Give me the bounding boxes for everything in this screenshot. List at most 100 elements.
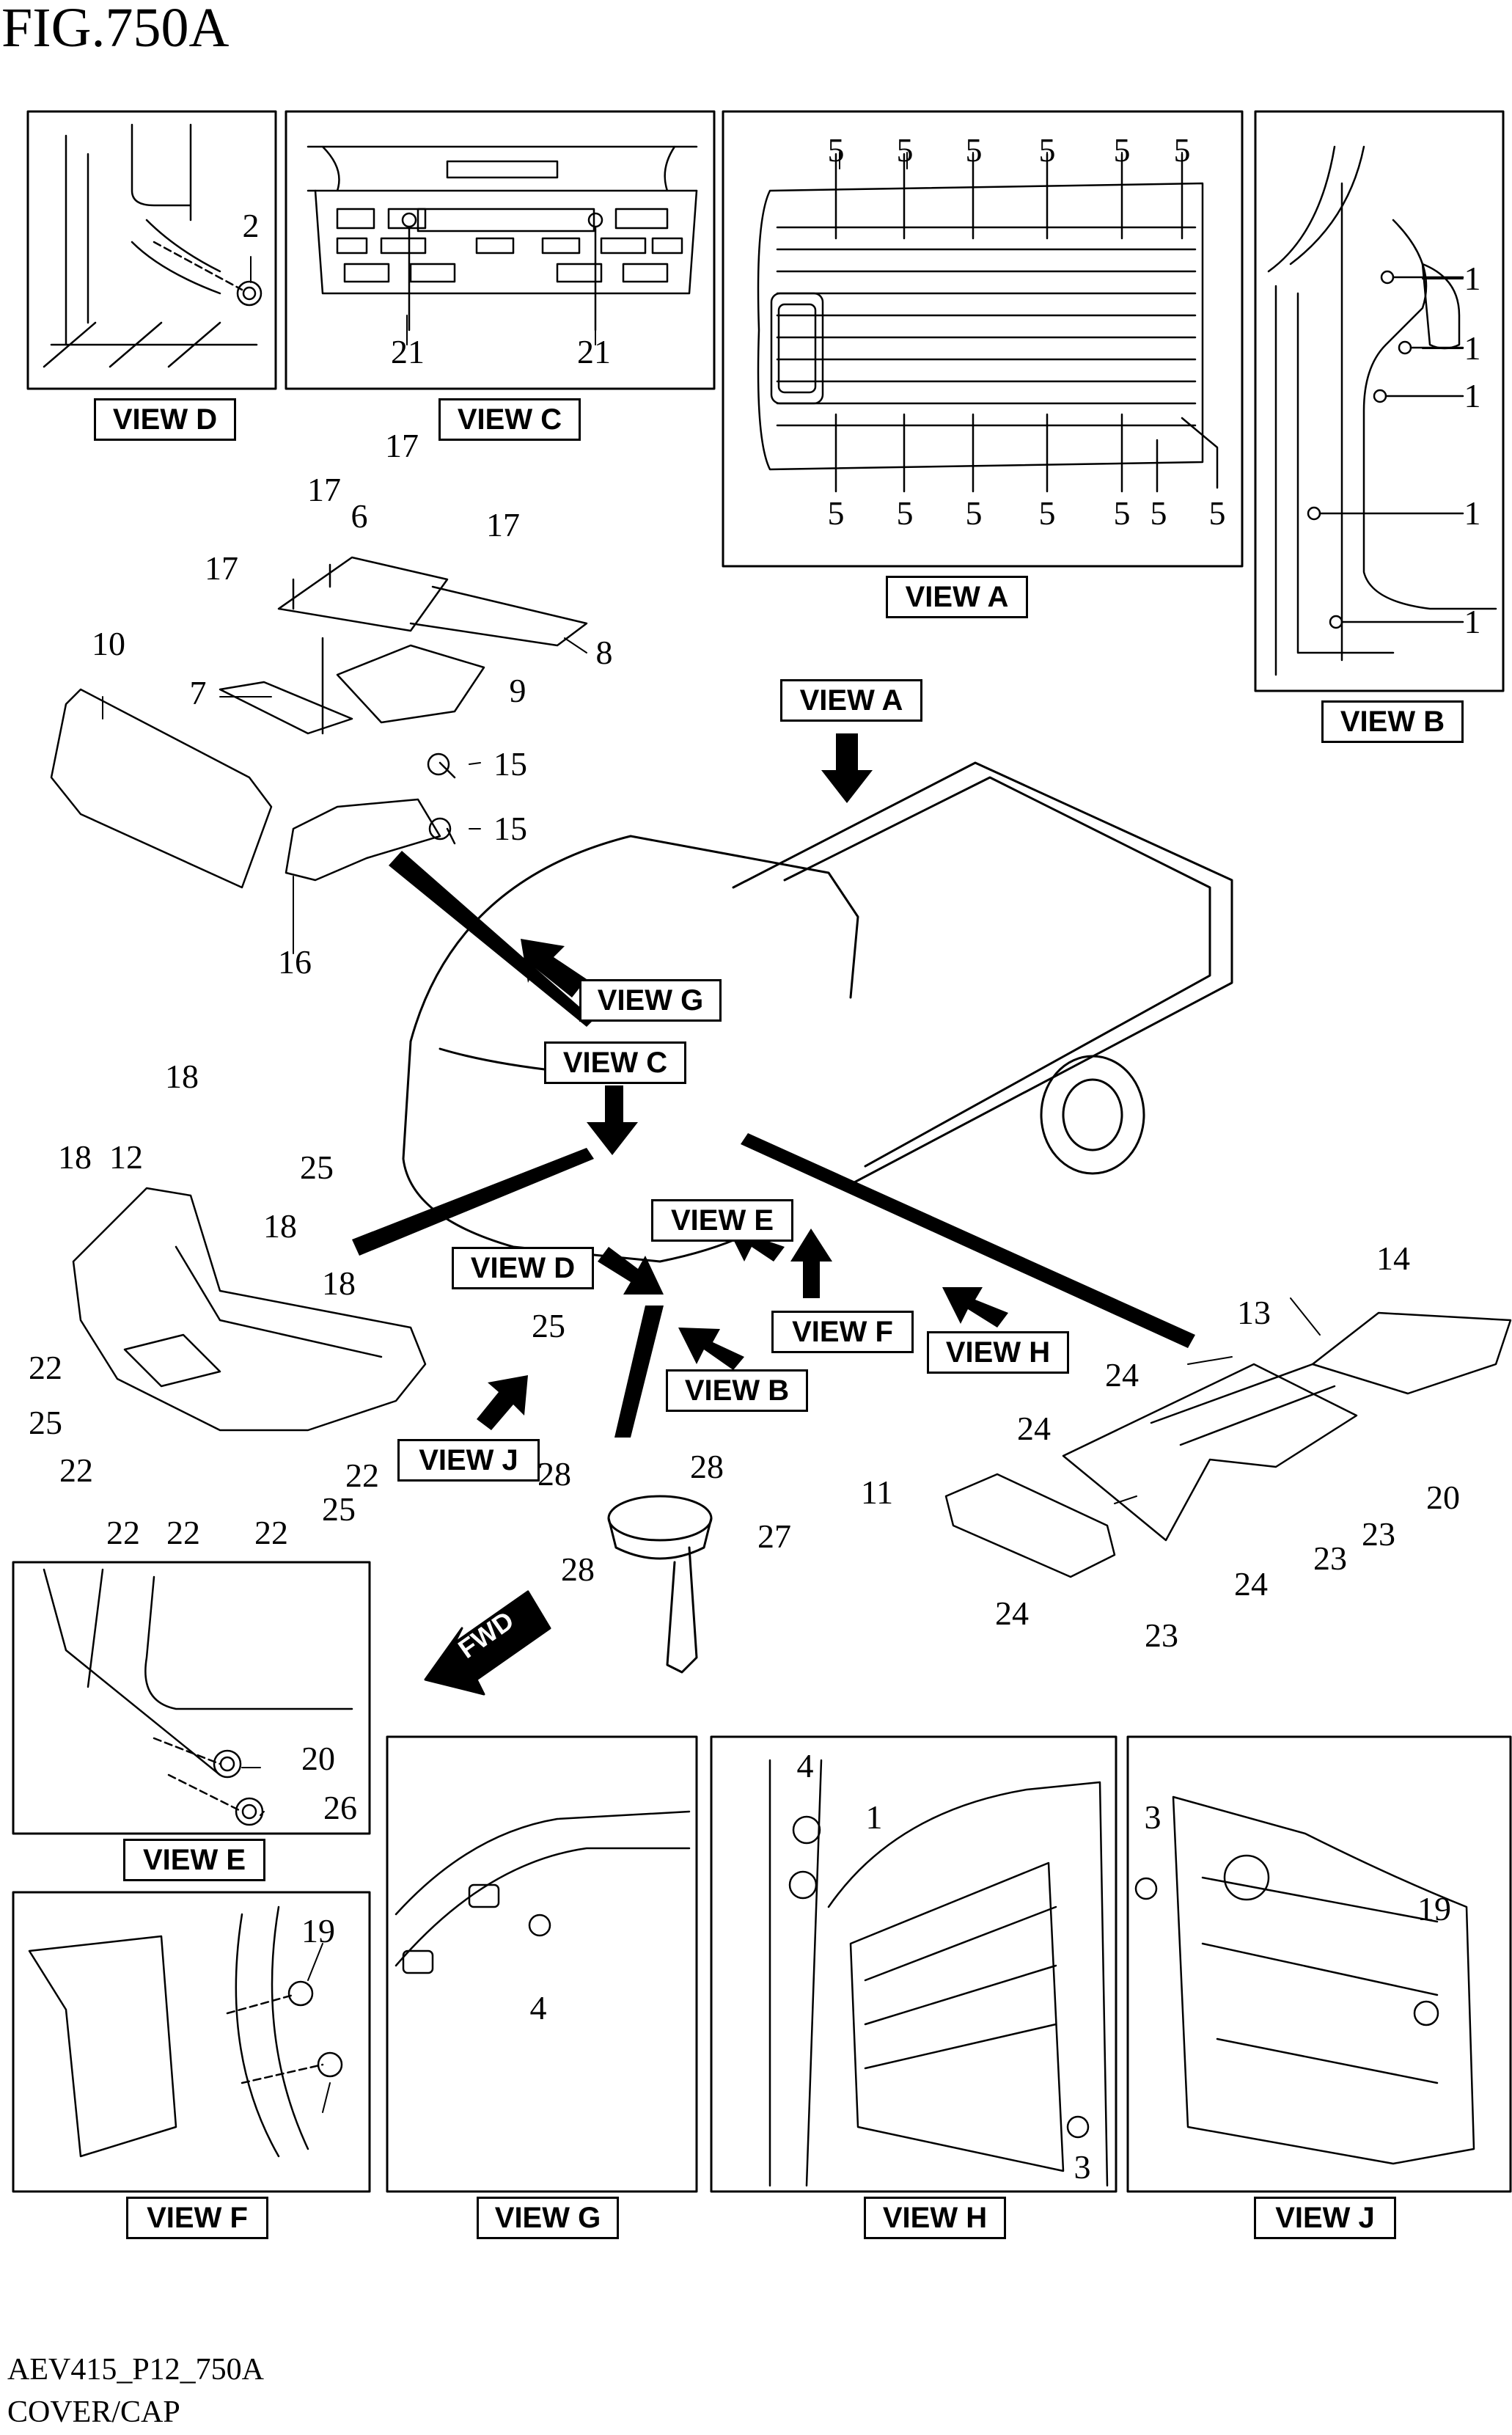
callout-23: 20 <box>1426 1479 1460 1516</box>
callout-22: 22 <box>166 1514 200 1551</box>
callout-5: 5 <box>1150 494 1167 532</box>
view-c-pointer-label: VIEW C <box>544 1041 686 1084</box>
view-j-frame <box>1126 1735 1512 2193</box>
view-e-label: VIEW E <box>123 1839 265 1881</box>
arrow-view-h <box>942 1287 1008 1328</box>
view-b-frame <box>1254 110 1505 692</box>
view-f-label: VIEW F <box>126 2197 268 2239</box>
callout-20: 20 <box>301 1740 335 1777</box>
callout-25: 25 <box>29 1404 62 1441</box>
callout-23: 23 <box>1362 1515 1395 1553</box>
callout-18: 18 <box>165 1058 199 1095</box>
callout-1: 1 <box>1464 329 1481 367</box>
callout-25: 25 <box>322 1490 356 1528</box>
callout-28: 28 <box>537 1455 571 1493</box>
callout-5: 5 <box>1173 131 1191 169</box>
callout-5: 5 <box>965 131 983 169</box>
callout-6: 6 <box>351 497 368 535</box>
view-j-label: VIEW J <box>1254 2197 1396 2239</box>
view-e-pointer-label: VIEW E <box>651 1199 793 1242</box>
callout-3: 3 <box>1144 1798 1161 1836</box>
callout-22: 22 <box>345 1457 379 1494</box>
view-g-label: VIEW G <box>477 2197 619 2239</box>
callout-21: 21 <box>391 333 425 370</box>
view-h-pointer-label: VIEW H <box>927 1331 1069 1374</box>
callout-1: 1 <box>1464 494 1481 532</box>
callout-5: 5 <box>1113 494 1131 532</box>
callout-1: 1 <box>1464 260 1481 297</box>
callout-5: 5 <box>1038 131 1056 169</box>
callout-23: 23 <box>1313 1539 1347 1577</box>
callout-26: 4 <box>529 1989 547 2026</box>
callout-3: 19 <box>1417 1890 1451 1927</box>
callout-4: 1 <box>865 1798 883 1836</box>
callout-5: 5 <box>896 494 914 532</box>
arrow-view-j <box>477 1375 528 1430</box>
callout-22: 22 <box>29 1349 62 1386</box>
callout-28: 28 <box>690 1448 724 1485</box>
callout-25: 25 <box>532 1307 565 1344</box>
callout-12: 12 <box>109 1138 143 1176</box>
callout-5: 5 <box>827 131 845 169</box>
callout-10: 10 <box>92 625 125 662</box>
callout-5: 5 <box>1113 131 1131 169</box>
callout-24: 24 <box>1234 1565 1268 1603</box>
arrow-view-f <box>790 1229 832 1298</box>
view-g-frame <box>386 1735 698 2193</box>
arrow-view-c <box>587 1085 638 1155</box>
callout-5: 5 <box>965 494 983 532</box>
view-h-frame <box>710 1735 1118 2193</box>
figure-title: FIG.750A <box>1 0 230 59</box>
arrow-view-d <box>598 1247 664 1295</box>
view-a-pointer-label: VIEW A <box>780 679 922 722</box>
figure-caption: COVER/CAP <box>7 2395 180 2429</box>
view-d-label: VIEW D <box>94 398 236 441</box>
callout-1: 1 <box>1464 377 1481 414</box>
callout-17: 17 <box>307 471 341 508</box>
callout-25: 25 <box>300 1149 334 1186</box>
callout-11: 11 <box>860 1473 894 1511</box>
arrow-view-g <box>521 939 587 997</box>
callout-24: 23 <box>1145 1616 1178 1654</box>
callout-22: 22 <box>106 1514 140 1551</box>
view-b-label: VIEW B <box>1321 700 1464 743</box>
callout-4: 4 <box>796 1747 814 1784</box>
callout-17: 17 <box>486 506 520 543</box>
view-g-pointer-label: VIEW G <box>579 979 722 1022</box>
callout-21: 21 <box>577 333 611 370</box>
view-j-pointer-label: VIEW J <box>397 1439 540 1482</box>
fwd-arrow <box>424 1590 551 1696</box>
callout-5: 5 <box>1038 494 1056 532</box>
callout-19: 19 <box>301 1912 335 1949</box>
arrow-view-b <box>678 1328 744 1370</box>
view-a-label: VIEW A <box>886 576 1028 618</box>
callout-18: 18 <box>263 1207 297 1245</box>
callout-22: 22 <box>59 1451 93 1489</box>
callout-16: 16 <box>278 943 312 981</box>
callout-24: 24 <box>1105 1356 1139 1394</box>
callout-5: 5 <box>827 494 845 532</box>
callout-17: 17 <box>205 549 238 587</box>
view-f-pointer-label: VIEW F <box>771 1311 914 1353</box>
callout-9: 9 <box>509 672 526 709</box>
view-b-pointer-label: VIEW B <box>666 1369 808 1412</box>
arrow-view-a <box>821 733 873 803</box>
view-c-label: VIEW C <box>438 398 581 441</box>
view-d-pointer-label: VIEW D <box>452 1247 594 1289</box>
figure-code: AEV415_P12_750A <box>7 2353 265 2387</box>
callout-2: 2 <box>242 207 260 244</box>
view-e-frame <box>12 1561 371 1835</box>
callout-1: 3 <box>1074 2148 1091 2186</box>
view-d-frame <box>26 110 277 390</box>
callout-20: 26 <box>323 1789 357 1826</box>
callout-5: 5 <box>896 131 914 169</box>
callout-22: 22 <box>254 1514 288 1551</box>
callout-28: 28 <box>561 1550 595 1588</box>
callout-13: 13 <box>1237 1294 1271 1331</box>
callout-24: 24 <box>1017 1410 1051 1447</box>
view-f-frame <box>12 1891 371 2193</box>
view-a-frame <box>722 110 1244 568</box>
callout-27: 27 <box>757 1517 791 1555</box>
view-c-frame <box>285 110 716 390</box>
